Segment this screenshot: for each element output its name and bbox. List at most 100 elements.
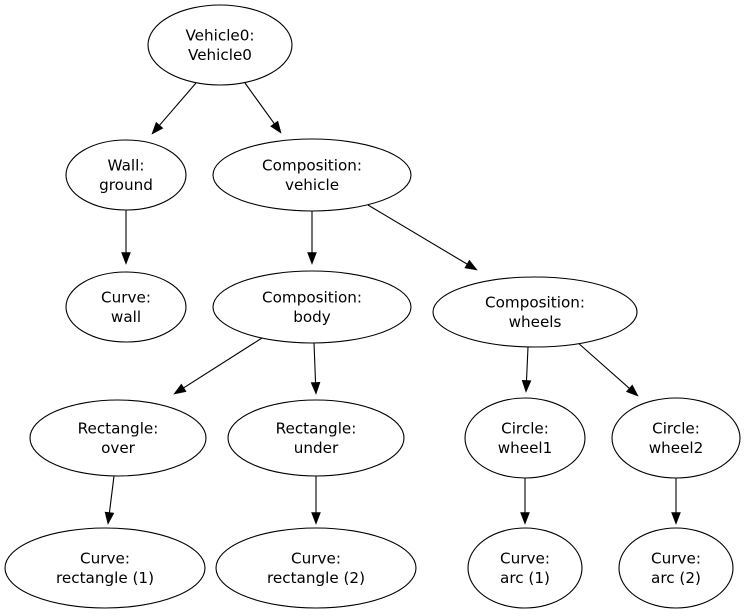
edge-arrowhead (121, 252, 131, 265)
edge-arrowhead (173, 383, 187, 395)
edge-arrowhead (307, 252, 317, 265)
edge-arrowhead (520, 512, 530, 525)
graph-node-composition-vehicle[interactable]: Composition: vehicle (212, 138, 412, 212)
edge-line (244, 82, 277, 127)
graph-edge (311, 476, 321, 525)
node-label: Curve: wall (101, 288, 151, 325)
node-ellipse[interactable] (4, 527, 206, 609)
graph-edge (121, 210, 131, 265)
edge-line (157, 82, 197, 128)
graph-edge (310, 342, 321, 395)
node-ellipse[interactable] (464, 397, 586, 479)
node-ellipse[interactable] (432, 276, 638, 348)
node-label-line1: Vehicle0: (185, 26, 254, 44)
node-ellipse[interactable] (147, 4, 293, 86)
graph-node-composition-body[interactable]: Composition: body (212, 270, 412, 344)
node-label-line1: Curve: (651, 549, 701, 567)
graph-node-curve-rectangle-1[interactable]: Curve:rectangle (1) (4, 527, 206, 609)
node-label: Curve:rectangle (1) (56, 549, 154, 586)
edge-arrowhead (521, 379, 532, 393)
node-label-line1: Circle: (652, 419, 700, 437)
node-ellipse[interactable] (212, 138, 412, 212)
node-label: Rectangle: over (78, 419, 159, 456)
edge-arrowhead (625, 384, 639, 397)
node-label-line1: Composition: (262, 288, 362, 306)
graph-edge (151, 82, 197, 135)
edge-line (108, 475, 115, 516)
node-ellipse[interactable] (618, 527, 734, 609)
edge-arrowhead (311, 512, 321, 525)
node-label: Circle: wheel2 (649, 419, 704, 456)
node-ellipse[interactable] (29, 399, 207, 477)
node-label-line1: Rectangle: (78, 419, 159, 437)
node-label: Curve:rectangle (2) (267, 549, 365, 586)
nodes-layer: Vehicle0:Vehicle0Wall:groundComposition:… (4, 4, 741, 609)
node-label-line1: Curve: (101, 288, 151, 306)
edge-line (576, 341, 632, 391)
node-label: Wall: ground (99, 156, 153, 193)
edge-line (525, 346, 529, 384)
graph-node-curve-rectangle-2[interactable]: Curve:rectangle (2) (215, 527, 417, 609)
edge-arrowhead (464, 259, 478, 271)
node-label-line1: Rectangle: (276, 419, 357, 437)
graph-node-vehicle0[interactable]: Vehicle0: Vehicle0 (147, 4, 293, 86)
node-ellipse[interactable] (611, 397, 741, 479)
node-label: Composition: body (262, 288, 362, 325)
graph-edge (307, 211, 317, 265)
node-label-line1: Curve: (291, 549, 341, 567)
graph-edge (520, 478, 530, 525)
node-label-line2: body (293, 308, 331, 326)
edge-line (367, 204, 470, 266)
graph-node-curve-wall[interactable]: Curve: wall (65, 271, 187, 343)
node-ellipse[interactable] (215, 527, 417, 609)
graph-node-circle-wheel2[interactable]: Circle: wheel2 (611, 397, 741, 479)
node-ellipse[interactable] (212, 270, 412, 344)
node-label-line2: wheel1 (498, 439, 553, 457)
node-label: Vehicle0: Vehicle0 (185, 26, 254, 63)
graph-edge (576, 341, 639, 397)
node-label-line2: wheels (509, 313, 562, 331)
node-ellipse[interactable] (65, 271, 187, 343)
node-label-line2: arc (1) (500, 569, 550, 587)
edge-arrowhead (151, 121, 164, 135)
graph-node-curve-arc-2[interactable]: Curve:arc (2) (618, 527, 734, 609)
edge-arrowhead (270, 120, 282, 134)
node-label-line1: Composition: (262, 156, 362, 174)
node-ellipse[interactable] (467, 527, 583, 609)
node-label-line1: Circle: (501, 419, 549, 437)
node-label: Curve:arc (2) (651, 549, 701, 586)
graph-edge (104, 475, 115, 525)
node-label-line2: wall (111, 308, 141, 326)
graph-node-curve-arc-1[interactable]: Curve: arc (1) (467, 527, 583, 609)
node-label-line1: Composition: (485, 293, 585, 311)
edge-arrowhead (310, 382, 321, 395)
node-label: Composition: vehicle (262, 156, 362, 193)
edge-arrowhead (104, 511, 115, 525)
graph-edge (671, 478, 681, 525)
node-label-line2: wheel2 (649, 439, 704, 457)
edge-line (181, 337, 263, 390)
node-label-line1: Curve: (500, 549, 550, 567)
node-label-line1: Wall: (108, 156, 145, 174)
node-ellipse[interactable] (227, 399, 405, 477)
graph-node-composition-wheels[interactable]: Composition: wheels (432, 276, 638, 348)
graph-node-rectangle-under[interactable]: Rectangle: under (227, 399, 405, 477)
node-label: Rectangle: under (276, 419, 357, 456)
graph-node-rectangle-over[interactable]: Rectangle: over (29, 399, 207, 477)
graph-edge (173, 337, 263, 395)
node-label-line2: ground (99, 176, 153, 194)
node-label-line2: over (101, 439, 136, 457)
graph-edge (367, 204, 478, 271)
graph-node-wall-ground[interactable]: Wall: ground (65, 139, 187, 211)
node-label: Circle: wheel1 (498, 419, 553, 456)
node-ellipse[interactable] (65, 139, 187, 211)
node-label-line1: Curve: (80, 549, 130, 567)
graph-node-circle-wheel1[interactable]: Circle: wheel1 (464, 397, 586, 479)
graph-edge (244, 82, 282, 134)
node-label-line2: Vehicle0 (188, 46, 252, 64)
edges-layer (104, 82, 681, 525)
node-label-line2: vehicle (285, 176, 339, 194)
node-label-line2: under (294, 439, 339, 457)
